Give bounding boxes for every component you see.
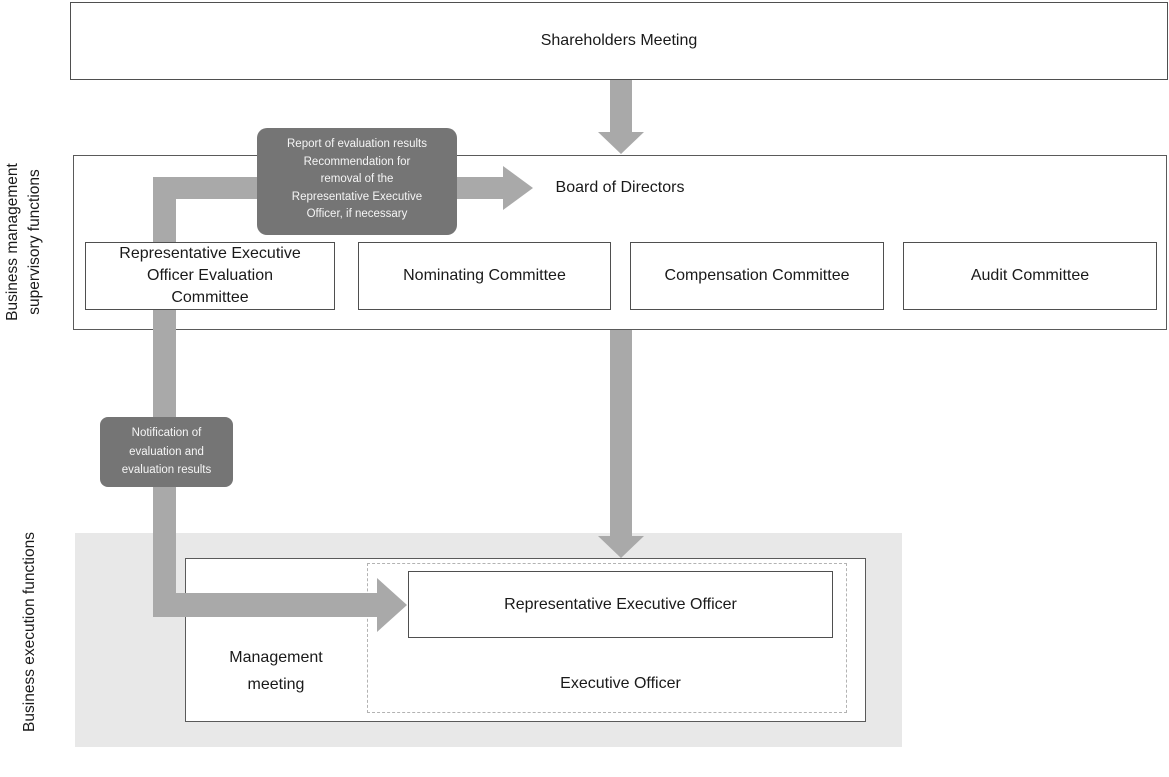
representative-executive-officer-label: Representative Executive Officer [504, 595, 737, 613]
section-label-execution: Business execution functions [21, 532, 38, 732]
committee-label-compensation: Compensation Committee [664, 267, 850, 284]
section-label-supervisory-line1: Business management [4, 163, 21, 321]
committee-box-reo-evaluation: Representative Executive Officer Evaluat… [85, 242, 335, 310]
arrow-shareholders-to-board-shaft [610, 80, 632, 133]
management-meeting-label-line2: meeting [247, 676, 305, 693]
management-meeting-label-line1: Management [229, 649, 323, 666]
callout-report-evaluation: Report of evaluation results Recommendat… [257, 128, 457, 235]
arrow-shareholders-to-board-head [598, 132, 644, 154]
shareholders-meeting-box: Shareholders Meeting [70, 2, 1168, 80]
callout-report-line5: Officer, if necessary [306, 208, 408, 221]
callout-report-line4: Representative Executive [291, 190, 423, 203]
arrow-board-to-executives-head [598, 536, 644, 558]
section-label-supervisory: Business management supervisory function… [2, 137, 48, 347]
callout-report-line2: Recommendation for [303, 155, 411, 168]
callout-notification-line3: evaluation results [121, 464, 212, 476]
management-meeting-label: Management meeting [185, 644, 367, 698]
arrow-evaluation-to-reo-head [377, 578, 407, 632]
callout-notification-line2: evaluation and [129, 445, 204, 458]
committee-box-nominating: Nominating Committee [358, 242, 611, 310]
shareholders-meeting-label: Shareholders Meeting [540, 32, 698, 49]
committee-label-reo-evaluation: Representative Executive Officer Evaluat… [119, 245, 301, 306]
executive-officer-label: Executive Officer [560, 675, 681, 692]
representative-executive-officer-box: Representative Executive Officer [408, 571, 833, 638]
section-label-supervisory-line2: supervisory functions [26, 169, 43, 315]
committee-box-compensation: Compensation Committee [630, 242, 884, 310]
executive-officers-dashed-box [367, 563, 847, 713]
callout-notification-evaluation: Notification of evaluation and evaluatio… [100, 417, 233, 487]
arrow-evaluation-to-board-head [503, 166, 533, 210]
arrow-board-to-executives-shaft [610, 330, 632, 537]
callout-notification-line1: Notification of [131, 427, 202, 439]
committee-label-audit: Audit Committee [970, 267, 1090, 284]
board-of-directors-label: Board of Directors [555, 179, 685, 196]
arrow-evaluation-to-reo-shaft [153, 593, 377, 617]
callout-report-line3: removal of the [320, 173, 394, 186]
committee-label-nominating: Nominating Committee [403, 267, 566, 284]
callout-report-line1: Report of evaluation results [287, 138, 427, 150]
committee-box-audit: Audit Committee [903, 242, 1157, 310]
